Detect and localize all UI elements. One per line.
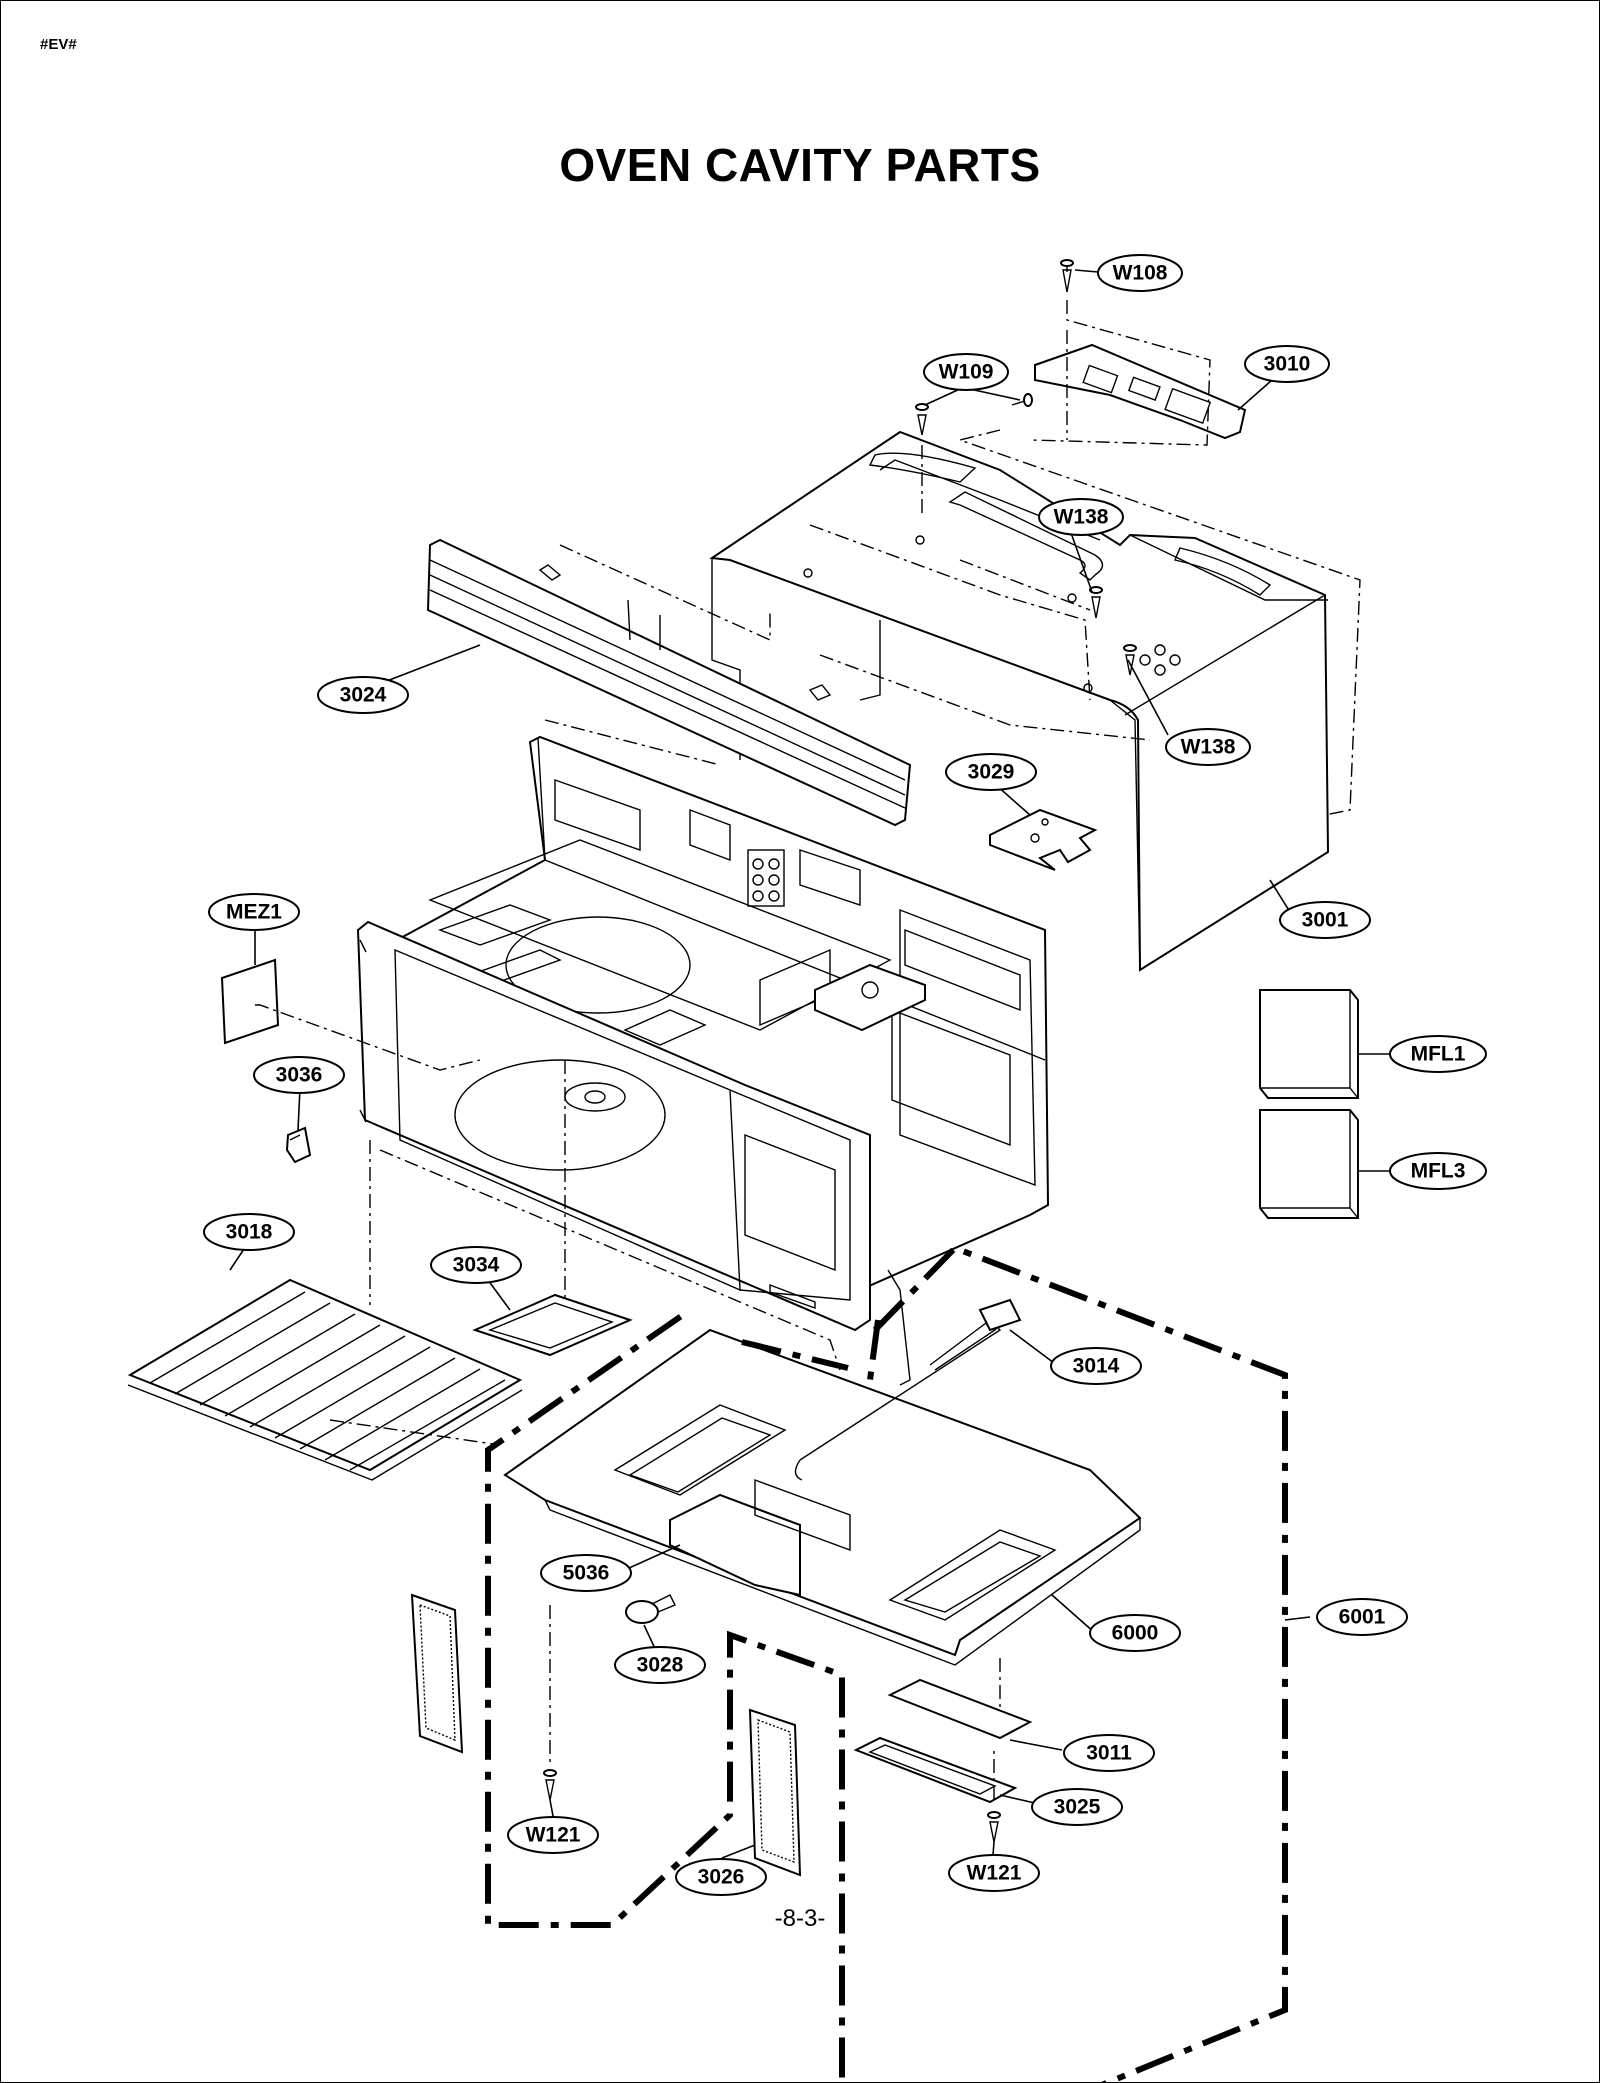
callout-mfl3: MFL3: [1389, 1152, 1487, 1190]
svg-text:6000: 6000: [1112, 1622, 1159, 1645]
callout-3001: 3001: [1279, 901, 1371, 939]
bottom-plate-6000: [503, 1328, 1142, 1666]
callout-3036: 3036: [253, 1056, 345, 1094]
page-title: OVEN CAVITY PARTS: [559, 139, 1041, 191]
bracket-3029: [989, 808, 1098, 871]
bracket-3010: [1034, 343, 1247, 440]
callout-5036: 5036: [540, 1554, 632, 1592]
clip-3036: [285, 1126, 312, 1164]
svg-text:W121: W121: [967, 1862, 1022, 1885]
lens-3011: [887, 1678, 1033, 1740]
callout-w108: W108: [1097, 254, 1183, 292]
svg-text:6001: 6001: [1339, 1606, 1386, 1629]
grease-filter-left: [410, 1593, 464, 1754]
lamp-cover-3025: [853, 1736, 1018, 1804]
grease-filter-3026: [748, 1708, 802, 1877]
svg-text:3001: 3001: [1302, 909, 1349, 932]
svg-text:3024: 3024: [340, 684, 387, 707]
svg-text:3011: 3011: [1086, 1742, 1132, 1765]
svg-text:W138: W138: [1181, 736, 1236, 759]
wire-harness-3014: [794, 1269, 1022, 1481]
svg-text:W121: W121: [526, 1824, 581, 1847]
svg-text:3029: 3029: [968, 761, 1015, 784]
cover-3034: [472, 1293, 633, 1357]
callout-w138-bottom: W138: [1165, 728, 1251, 766]
screws-top: [915, 259, 1137, 676]
callout-3011: 3011: [1063, 1734, 1155, 1772]
callout-3018: 3018: [203, 1213, 295, 1251]
assembly-boundary-6001: [485, 1244, 1288, 2083]
svg-text:3036: 3036: [276, 1064, 323, 1087]
charcoal-filter-mfl1: [1259, 989, 1359, 1099]
callout-3010: 3010: [1244, 345, 1330, 383]
svg-text:3034: 3034: [453, 1254, 500, 1277]
callout-3014: 3014: [1050, 1347, 1142, 1385]
grille-3024: [426, 538, 912, 827]
callout-3034: 3034: [430, 1246, 522, 1284]
svg-text:MFL3: MFL3: [1411, 1160, 1466, 1183]
svg-text:3014: 3014: [1073, 1355, 1120, 1378]
boundary-segment-2: [867, 1319, 881, 1381]
document-code: #EV#: [40, 36, 77, 53]
page-number: -8-3-: [774, 1905, 826, 1932]
svg-text:3028: 3028: [637, 1654, 684, 1677]
cavity-front-frame: [356, 920, 871, 1332]
callout-w109: W109: [923, 353, 1009, 391]
callout-3026: 3026: [675, 1858, 767, 1896]
label-mez1: [220, 958, 280, 1045]
oven-rack-3018: [127, 1278, 523, 1481]
callout-3028: 3028: [614, 1646, 706, 1684]
svg-text:5036: 5036: [563, 1562, 610, 1585]
svg-text:W108: W108: [1113, 262, 1168, 285]
svg-text:MFL1: MFL1: [1411, 1043, 1466, 1066]
screws-w121: [543, 1769, 1001, 1843]
svg-text:W138: W138: [1054, 506, 1109, 529]
boundary-segment: [741, 1339, 849, 1371]
lamp-3028: [625, 1594, 676, 1624]
callout-w138-top: W138: [1038, 498, 1124, 536]
callout-6001: 6001: [1316, 1598, 1408, 1636]
callout-3029: 3029: [945, 753, 1037, 791]
callout-mez1: MEZ1: [208, 893, 300, 931]
callout-w121-left: W121: [507, 1816, 599, 1854]
callout-3025: 3025: [1031, 1788, 1123, 1826]
callout-w121-right: W121: [948, 1854, 1040, 1892]
svg-text:W109: W109: [939, 361, 994, 384]
outer-case-3001: [709, 430, 1330, 972]
callout-3024: 3024: [317, 676, 409, 714]
charcoal-filter-mfl3: [1259, 1109, 1359, 1219]
svg-text:3026: 3026: [698, 1866, 745, 1889]
svg-text:3018: 3018: [226, 1221, 273, 1244]
svg-text:3010: 3010: [1264, 353, 1311, 376]
svg-text:MEZ1: MEZ1: [226, 901, 282, 924]
callout-mfl1: MFL1: [1389, 1035, 1487, 1073]
waveguide-bar: [948, 491, 1104, 581]
svg-text:3025: 3025: [1054, 1796, 1101, 1819]
callout-6000: 6000: [1089, 1614, 1181, 1652]
